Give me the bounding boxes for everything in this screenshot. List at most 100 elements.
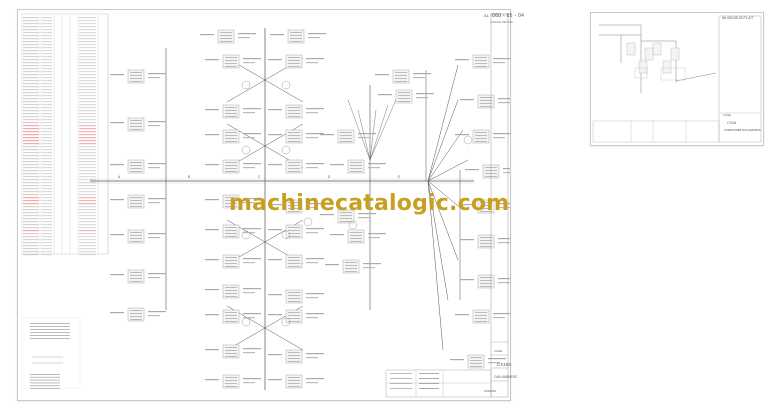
table-row [23,233,39,235]
connector-pin-row [288,380,300,381]
connector [205,254,261,269]
table-row-cell [41,182,52,184]
connector [455,54,510,69]
table-row-cell [41,242,52,244]
bus-segment-label: E [398,175,400,179]
connector-body [477,199,495,214]
table-row-cell [79,167,96,169]
table-row [23,239,39,241]
connector-pin-row [225,116,237,117]
table-row [23,41,39,43]
connector-pin-row [288,57,300,58]
connector-pin-row [288,110,300,111]
connector-pin-row [475,132,487,133]
connector-pin-row [225,107,237,108]
table-row [23,206,39,208]
connector [205,309,261,324]
connector-desc [243,198,261,200]
table-row-cell [79,221,96,223]
relay-block [662,60,672,74]
note-line [30,326,70,327]
table-row [23,71,39,73]
table-row-cell [79,29,96,31]
connector-body [285,254,303,269]
connector-pin-row [340,141,352,142]
connector-pin-row [225,380,237,381]
secondary-schematic-sheet [590,12,764,146]
connector-desc [243,262,255,264]
note-line [30,329,70,330]
connector-pin-row [225,315,237,316]
connector-pin-row [288,132,300,133]
table-row [23,86,39,88]
connector [460,199,510,214]
connector [110,307,166,322]
connector [450,354,506,369]
connector-body [285,289,303,304]
connector-pin-row [225,321,237,322]
connector-pin-row [395,78,407,79]
connector-desc [243,382,255,384]
connector-desc [503,172,510,174]
connector-desc [413,73,431,75]
connector-desc [148,198,166,200]
table-row-cell [41,227,52,229]
title-block-line [390,378,412,379]
table-row-cell [79,209,96,211]
connector-desc [416,97,428,99]
connector-desc [148,125,160,127]
secondary-drawing-number: Ab 060-05-04 PL A/7 [722,16,754,20]
connector-pin-row [398,92,410,93]
connector-desc [306,382,318,384]
connector-label [375,74,389,76]
connector-desc [358,213,376,215]
connector-body [285,374,303,389]
connector-pin-row [130,75,142,76]
table-row-cell [41,236,52,238]
connector-pin-row [220,35,232,36]
connector [375,69,431,84]
relay-block [626,42,636,56]
connector [268,349,324,364]
connector-pin-row [288,233,300,234]
table-row-cell [41,65,52,67]
table-row-cell [79,188,96,190]
connector-body [285,349,303,364]
connector [205,374,261,389]
connector-pin-row [225,260,237,261]
connector-pin-row [470,360,482,361]
table-row-cell [41,251,52,253]
connector-label [205,259,219,261]
connector-pin-row [288,260,300,261]
main-drawing-number: 060 - 05 - 04 [492,13,525,19]
connector-label [268,259,282,261]
table-row-cell [79,17,96,19]
table-row-cell [79,158,96,160]
table-row-cell [41,62,52,64]
connector [325,259,381,274]
connector-pin-row [480,208,492,209]
connector-symbol [241,145,251,155]
table-row-cell [79,149,96,151]
table-row [23,143,39,145]
connector-body [337,129,355,144]
table-row-cell [79,26,96,28]
connector-pin-row [130,81,142,82]
connector-pin-row [130,278,142,279]
connector-body [342,259,360,274]
connector-body [285,129,303,144]
connector-desc [493,58,510,60]
table-row [23,164,39,166]
table-row-cell [41,53,52,55]
connector-symbol [348,220,358,230]
connector-pin-row [288,168,300,169]
connector-pin-row [480,237,492,238]
note-line [30,323,70,324]
table-row [23,80,39,82]
table-row-cell [41,59,52,61]
main-sheet-size: A1 [484,13,489,18]
connector-desc [358,217,370,219]
connector-pin-row [225,113,237,114]
connector-pin-row [395,81,407,82]
connector-label [205,164,219,166]
